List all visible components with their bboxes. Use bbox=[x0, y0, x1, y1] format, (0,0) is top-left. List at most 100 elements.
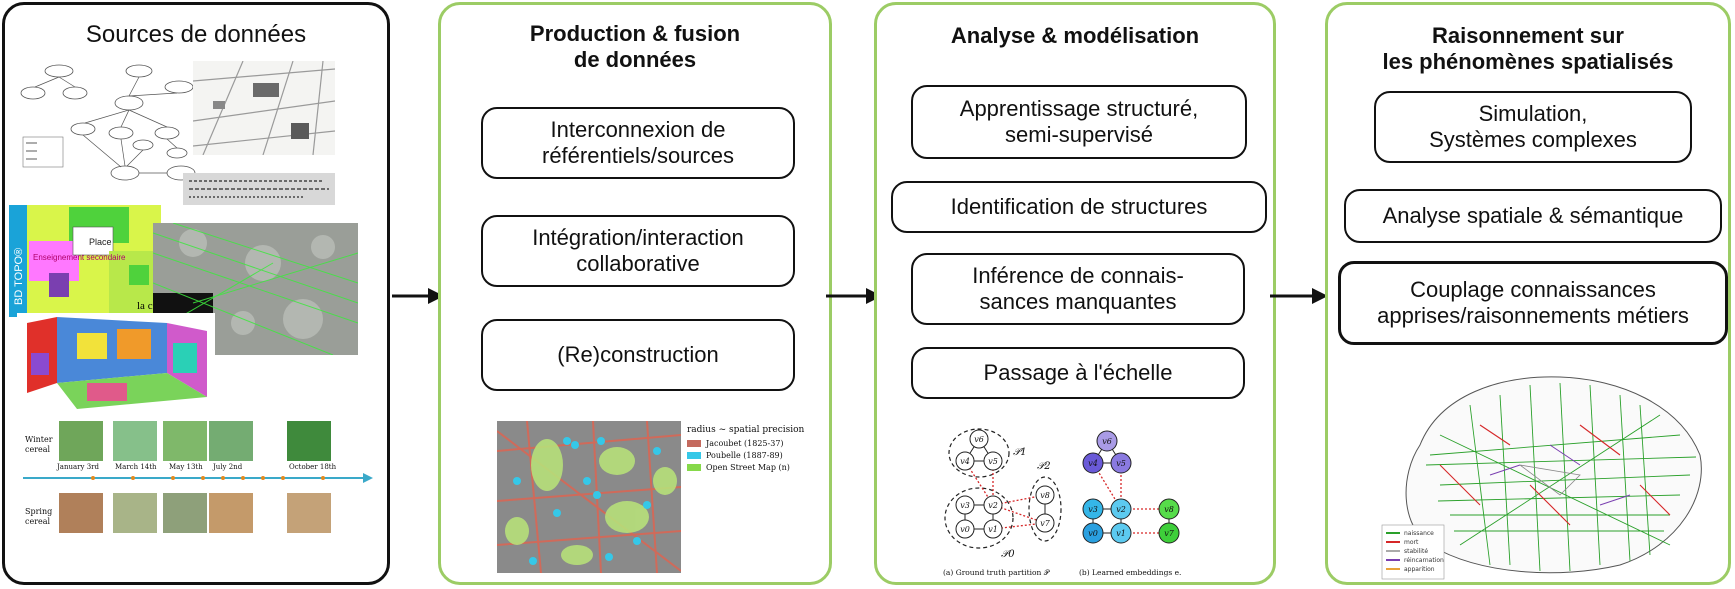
map-legend-label: stabilité bbox=[1404, 548, 1428, 555]
fusion-map-legend: radius ~ spatial precision Jacoubet (182… bbox=[687, 425, 827, 472]
box-line: Analyse spatiale & sémantique bbox=[1382, 203, 1684, 228]
partition-label: 𝒫2 bbox=[1037, 461, 1051, 472]
panel-production: Production & fusion de données Interconn… bbox=[438, 2, 832, 585]
figure-caption-a: (a) Ground truth partition 𝒫 bbox=[943, 568, 1051, 577]
legend-swatch bbox=[687, 464, 701, 471]
timeline-axis bbox=[23, 473, 373, 483]
node-label: v8 bbox=[1040, 491, 1050, 500]
panel-sources: Sources de données bbox=[2, 2, 390, 585]
paris-street-map-image: naissance mort stabilité réincarnation a… bbox=[1381, 376, 1702, 580]
legend-item: Open Street Map (n) bbox=[687, 463, 827, 472]
analyse-spatiale-box: Analyse spatiale & sémantique bbox=[1344, 189, 1722, 243]
date-label: July 2nd bbox=[213, 463, 243, 471]
identification-box: Identification de structures bbox=[891, 181, 1267, 233]
node-label: v3 bbox=[960, 501, 970, 510]
map-legend-label: apparition bbox=[1404, 566, 1435, 573]
figure-caption-b: (b) Learned embeddings e. bbox=[1079, 568, 1181, 577]
box-line: référentiels/sources bbox=[542, 143, 734, 168]
fusion-map-image bbox=[497, 421, 681, 573]
panel-title-line2: de données bbox=[573, 47, 697, 72]
box-line: Apprentissage structuré, bbox=[959, 96, 1199, 121]
node-label: v5 bbox=[988, 457, 998, 466]
bd-topo-label: BD TOPO® bbox=[13, 248, 25, 305]
box-line: Passage à l'échelle bbox=[983, 360, 1173, 385]
map-legend-label: naissance bbox=[1404, 530, 1434, 537]
legend-item: Poubelle (1887-89) bbox=[687, 451, 827, 460]
legend-label: Open Street Map (n) bbox=[706, 463, 790, 472]
legend-title: radius ~ spatial precision bbox=[687, 425, 805, 435]
winter-label-a: Winter bbox=[25, 435, 53, 444]
node-label: v0 bbox=[1088, 529, 1098, 538]
node-label: v5 bbox=[1116, 459, 1126, 468]
spring-tile bbox=[163, 493, 207, 533]
box-line: Intégration/interaction bbox=[532, 225, 744, 250]
panel-analyse: Analyse & modélisation Apprentissage str… bbox=[874, 2, 1276, 585]
spring-tile bbox=[59, 493, 103, 533]
date-label: May 13th bbox=[169, 463, 203, 471]
node-label: v1 bbox=[1116, 529, 1126, 538]
panel-title: Sources de données bbox=[85, 21, 307, 48]
node-label: v7 bbox=[1040, 519, 1051, 528]
date-label: October 18th bbox=[289, 463, 337, 471]
spring-tile bbox=[209, 493, 253, 533]
winter-tile bbox=[209, 421, 253, 461]
date-label: March 14th bbox=[115, 463, 157, 471]
map-legend-label: mort bbox=[1404, 539, 1419, 546]
legend-swatch bbox=[687, 440, 701, 447]
date-label: January 3rd bbox=[57, 463, 99, 471]
bd-topo-place-label: Place bbox=[89, 237, 112, 247]
historical-map-image bbox=[193, 61, 335, 155]
panel-title: Analyse & modélisation bbox=[950, 23, 1200, 48]
map-legend-label: réincarnation bbox=[1404, 557, 1444, 564]
winter-tile bbox=[287, 421, 331, 461]
panel-title-line1: Production & fusion bbox=[529, 21, 741, 46]
box-line: collaborative bbox=[576, 251, 700, 276]
node-label: v0 bbox=[960, 525, 970, 534]
interconnexion-box: Interconnexion de référentiels/sources bbox=[481, 107, 795, 179]
box-line: semi-supervisé bbox=[1005, 122, 1153, 147]
box-line: apprises/raisonnements métiers bbox=[1377, 303, 1689, 328]
passage-box: Passage à l'échelle bbox=[911, 347, 1245, 399]
panel-title-line1: Raisonnement sur bbox=[1432, 23, 1624, 48]
winter-tile bbox=[163, 421, 207, 461]
inference-box: Inférence de connais- sances manquantes bbox=[911, 253, 1245, 325]
arrow-right-icon bbox=[392, 288, 444, 304]
panel-title-line2: les phénomènes spatialisés bbox=[1382, 49, 1674, 74]
scanned-document-image bbox=[183, 173, 335, 205]
graph-partition-figure: v6 v4 v5 v3 v2 v0 v1 v8 v7 𝒫1 𝒫2 𝒫0 bbox=[943, 428, 1181, 577]
bd-topo-fragment-label: la c bbox=[137, 300, 153, 312]
box-line: sances manquantes bbox=[979, 289, 1177, 314]
winter-tile bbox=[59, 421, 103, 461]
box-line: Identification de structures bbox=[950, 194, 1208, 219]
node-label: v2 bbox=[988, 501, 998, 510]
partition-label: 𝒫1 bbox=[1013, 447, 1027, 458]
panel-raisonnement: Raisonnement sur les phénomènes spatiali… bbox=[1325, 2, 1731, 585]
partition-label: 𝒫0 bbox=[1001, 549, 1015, 560]
node-label: v4 bbox=[960, 457, 970, 466]
box-line: Simulation, bbox=[1478, 101, 1588, 126]
reconstruction-box: (Re)construction bbox=[481, 319, 795, 391]
legend-label: Jacoubet (1825-37) bbox=[706, 439, 784, 448]
node-label: v3 bbox=[1088, 505, 1098, 514]
spring-label-a: Spring bbox=[25, 507, 53, 516]
integration-box: Intégration/interaction collaborative bbox=[481, 215, 795, 287]
node-label: v6 bbox=[974, 435, 984, 444]
legend-label: Poubelle (1887-89) bbox=[706, 451, 783, 460]
spring-tile bbox=[113, 493, 157, 533]
spring-tile bbox=[287, 493, 331, 533]
arrow-right-icon bbox=[1270, 288, 1328, 304]
box-line: Inférence de connais- bbox=[972, 263, 1184, 288]
node-label: v6 bbox=[1102, 437, 1112, 446]
node-label: v8 bbox=[1164, 505, 1174, 514]
node-label: v2 bbox=[1116, 505, 1126, 514]
node-label: v7 bbox=[1164, 529, 1175, 538]
ontology-diagram-image bbox=[17, 61, 207, 201]
winter-tile bbox=[113, 421, 157, 461]
bd-topo-map-image: BD TOPO® Place Enseignement secondaire l… bbox=[9, 205, 161, 317]
spring-label-b: cereal bbox=[25, 517, 51, 526]
box-line: (Re)construction bbox=[557, 342, 719, 367]
simulation-box: Simulation, Systèmes complexes bbox=[1374, 91, 1692, 163]
box-line: Couplage connaissances bbox=[1410, 277, 1656, 302]
crop-timeline-image: Winter cereal January 3rd March 14th May… bbox=[23, 417, 373, 577]
apprentissage-box: Apprentissage structuré, semi-supervisé bbox=[911, 85, 1247, 159]
